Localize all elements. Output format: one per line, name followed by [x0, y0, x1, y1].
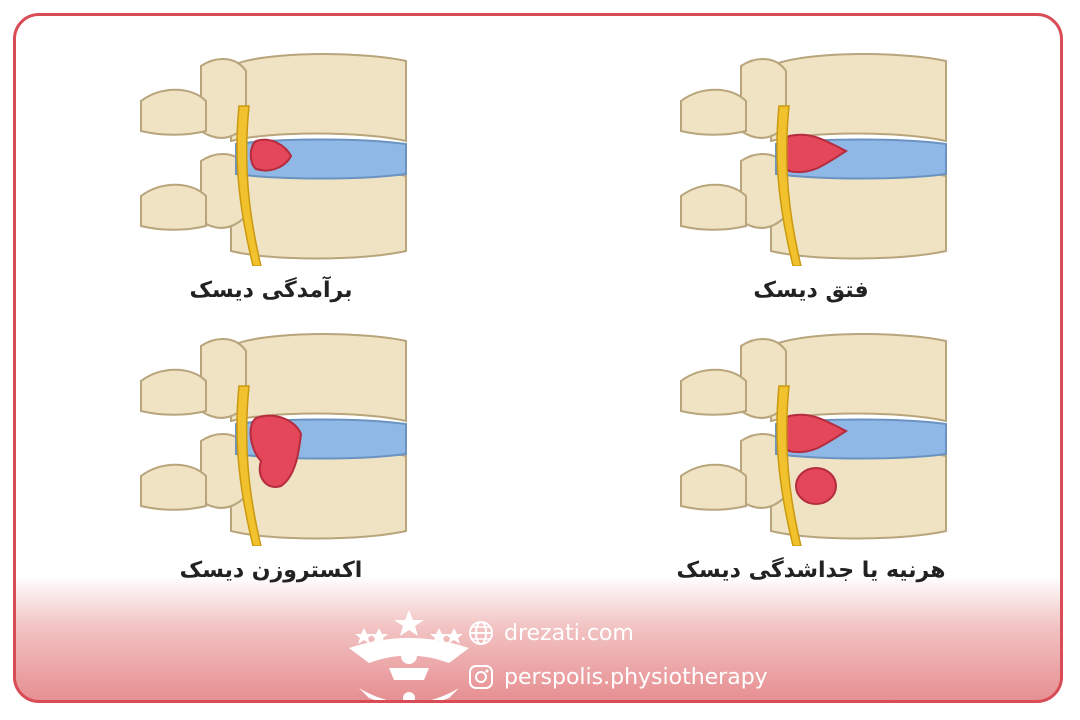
spine-illustration-extrusion [140, 333, 407, 546]
instagram-link[interactable]: perspolis.physiotherapy [468, 664, 768, 690]
logo-emblem-icon [349, 610, 469, 700]
panel-extrusion: اکستروزن دیسک [121, 326, 421, 583]
website-link[interactable]: drezati.com [468, 620, 634, 646]
caption-sequestration: هرنیه یا جداشدگی دیسک [676, 558, 946, 583]
caption-herniation: فتق دیسک [753, 278, 869, 303]
panel-sequestration: هرنیه یا جداشدگی دیسک [661, 326, 961, 583]
instagram-icon [469, 665, 493, 689]
caption-bulge: برآمدگی دیسک [189, 278, 353, 303]
clinic-logo [339, 608, 479, 700]
frame: فتق دیسک برآمدگی دیسک [13, 13, 1063, 703]
spine-illustration-herniation [680, 53, 947, 266]
spine-illustration-bulge [140, 53, 407, 266]
panel-herniation: فتق دیسک [661, 46, 961, 303]
globe-icon [469, 621, 493, 645]
spine-illustration-sequestration [680, 333, 947, 546]
panel-bulge: برآمدگی دیسک [121, 46, 421, 303]
instagram-text: perspolis.physiotherapy [504, 664, 768, 690]
website-text: drezati.com [504, 620, 634, 646]
caption-extrusion: اکستروزن دیسک [179, 558, 363, 583]
